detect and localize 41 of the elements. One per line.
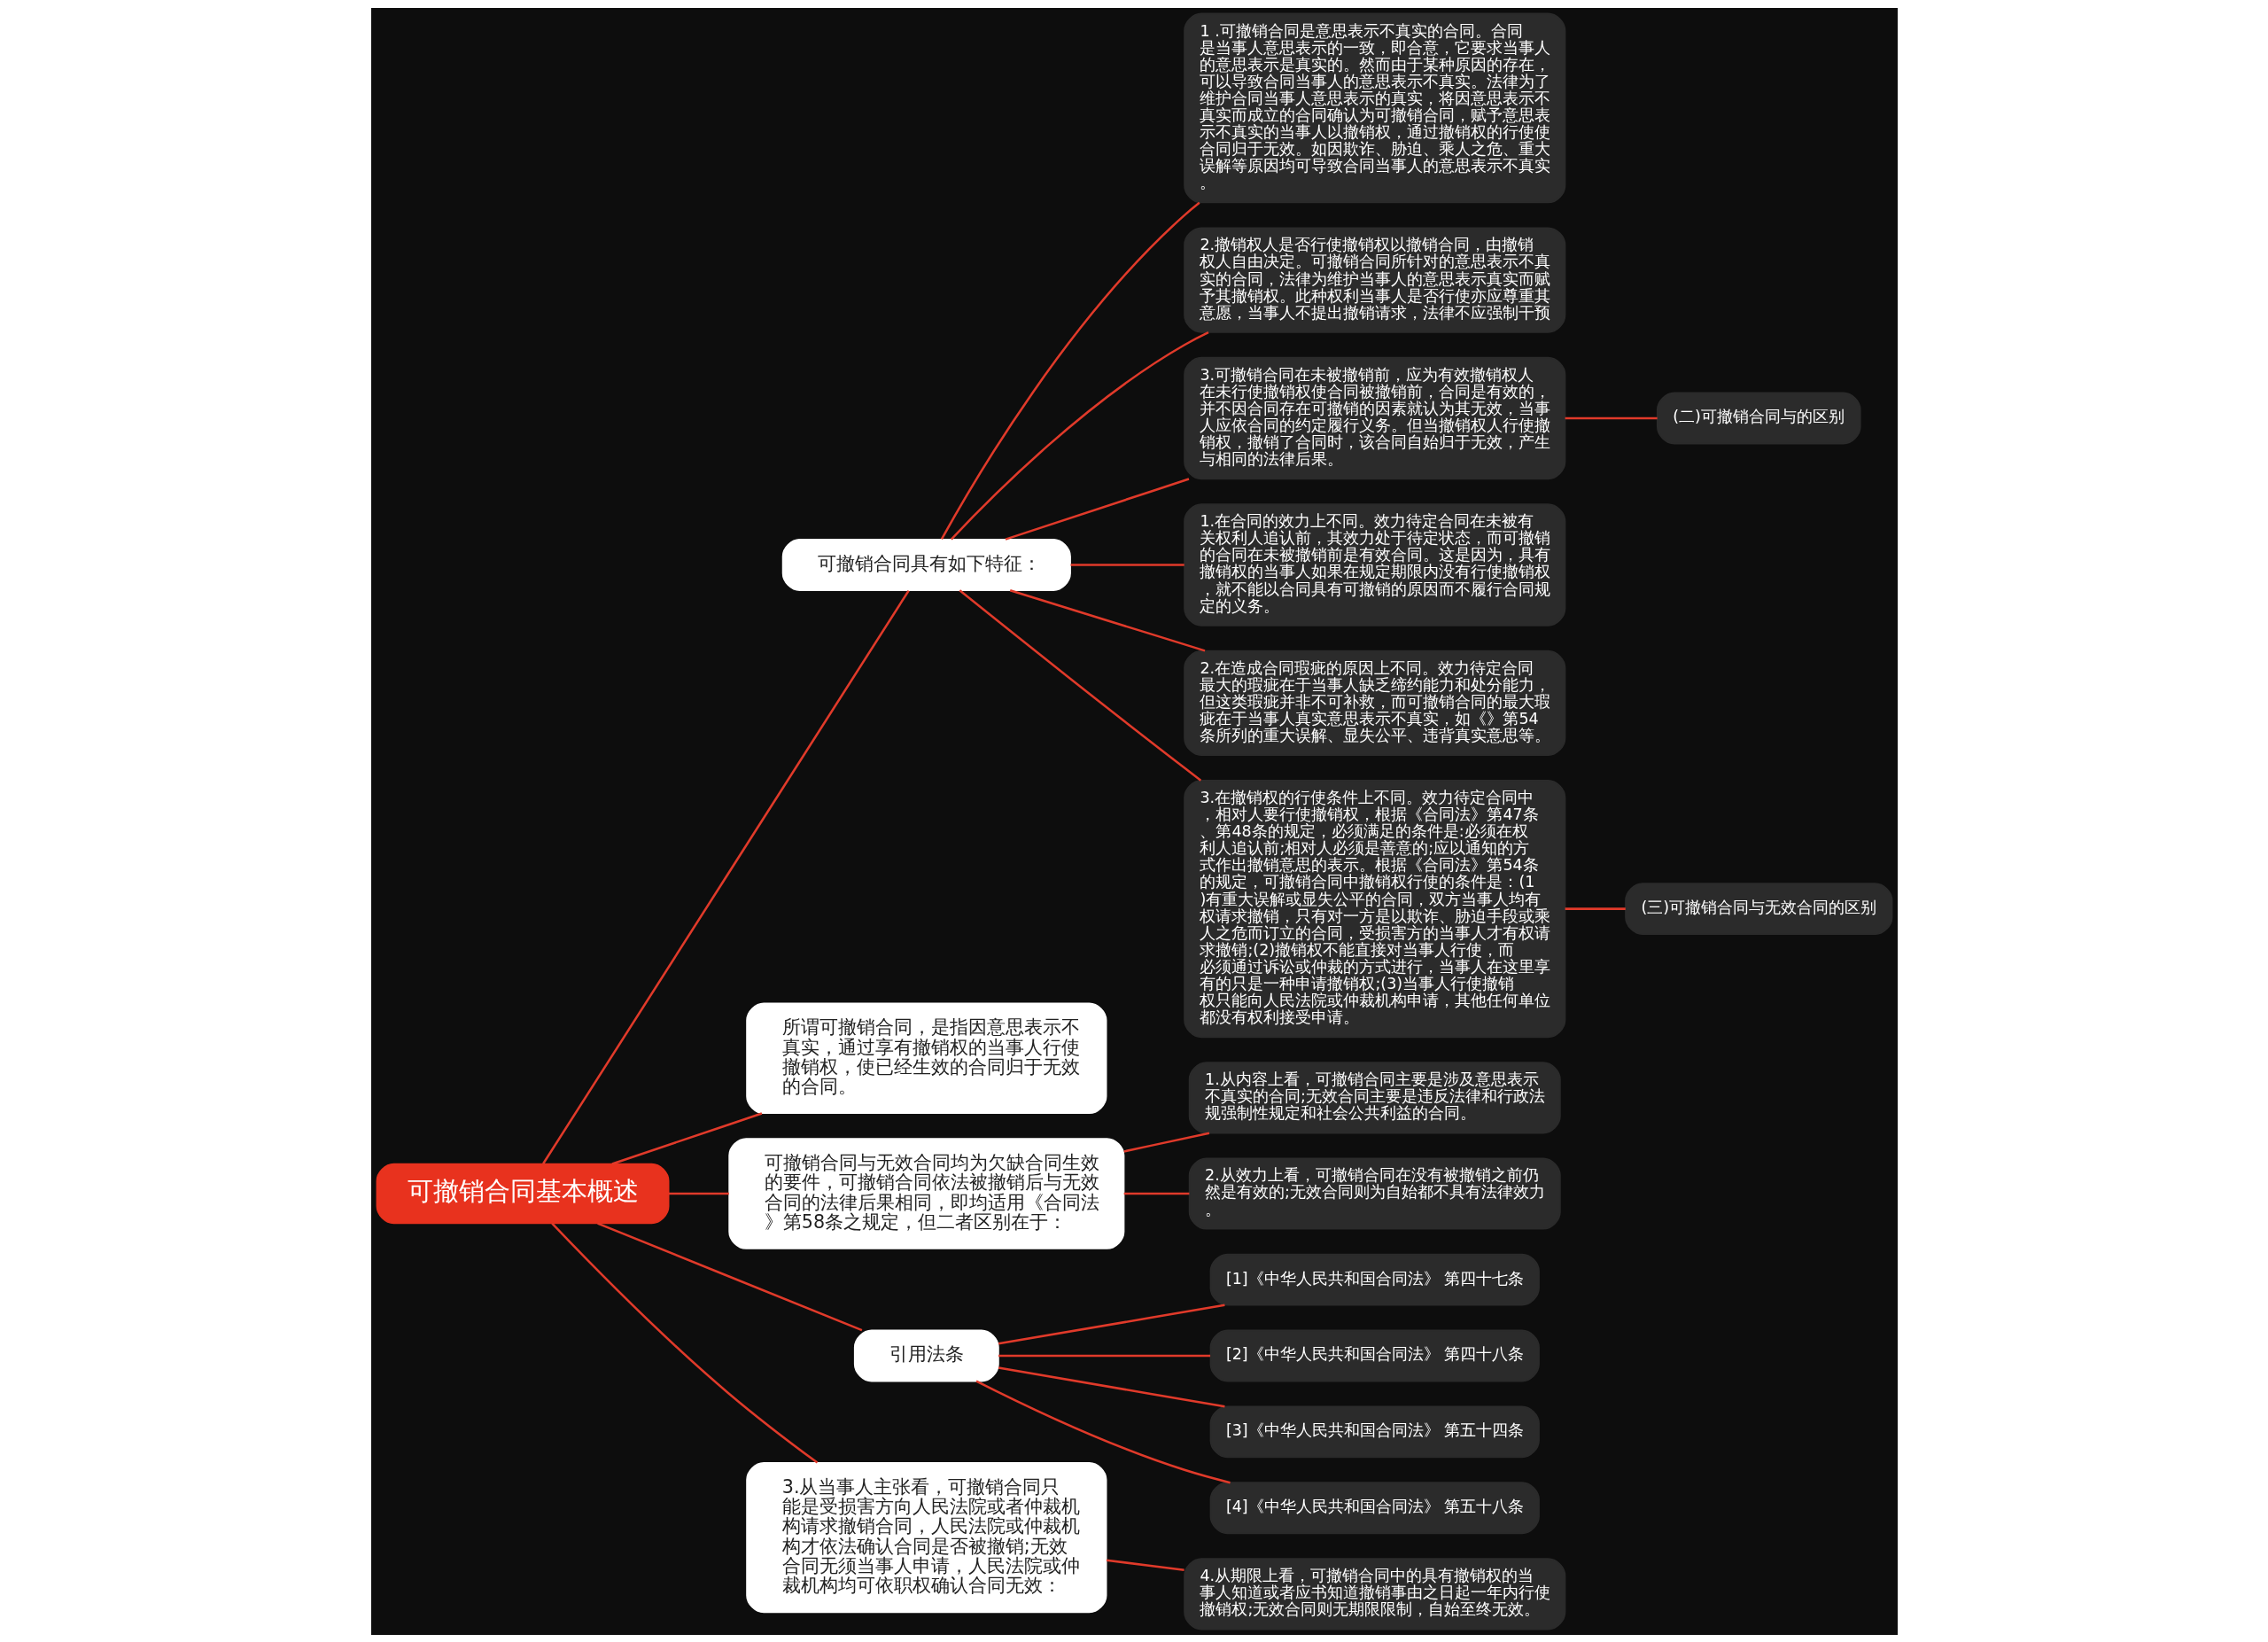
node-box: 3.在撤销权的行使条件上不同。效力待定合同中，相对人要行使撤销权，根据《合同法》第47条、第48条的规定，必须满足的条件是:必须在权利人追认前;相对人必须是善意的;应以通知的方式作出撤销意思的表示。根据《合同法》第54条的规定，可撤销合同中撤销权行使的条件是：(1)有重大误解或显失公平的合同，双方当事人均有权请求撤销，只有对一方是以欺诈、胁迫手段或乘人之危而订立的合同，受损害方的当事人才有权请求撤销;(2)撤销权不能直接对当事人行使，而必须通过诉讼或仲裁的方式进行，当事人在这里享有的只是一种申请撤销权;(3)当事人行使撤销权只能向人民法院或仲裁机构申请，其他任何单位都没有权利接受申请。 bbox=[1183, 779, 1565, 1038]
node-box: (二)可撤销合同与的区别 bbox=[1656, 392, 1861, 444]
connector bbox=[541, 589, 910, 1164]
connector bbox=[668, 1192, 729, 1195]
node-box: [2]《中华人民共和国合同法》 第四十八条 bbox=[1209, 1329, 1540, 1381]
node-box: 2.撤销权人是否行使撤销权以撤销合同，由撤销权人自由决定。可撤销合同所针对的意思表示不真实的合同，法律为维护当事人的意思表示真实而赋予其撤销权。此种权利当事人是否行使亦应尊重其意愿，当事人不提出撤销请求，法律不应强制干预 bbox=[1183, 226, 1565, 333]
node-box: 3.从当事人主张看，可撤销合同只能是受损害方向人民法院或者仲裁机构请求撤销合同，人民法院或仲裁机构才依法确认合同是否被撤销;无效合同无须当事人申请，人民法院或仲裁机构均可依职权确认合同无效： bbox=[745, 1461, 1107, 1613]
connector bbox=[1070, 563, 1184, 566]
node-box: 引用法条 bbox=[853, 1329, 999, 1381]
node-box: 可撤销合同与无效合同均为欠缺合同生效的要件，可撤销合同依法被撤销后与无效合同的法律后果相同，即均适用《合同法》第58条之规定，但二者区别在于： bbox=[727, 1137, 1124, 1249]
node-box: 1.在合同的效力上不同。效力待定合同在未被有关权利人追认前，其效力处于待定状态，而可撤销的合同在未被撤销前是有效合同。这是因为，具有撤销权的当事人如果在规定期限内没有行使撤销权，就不能以合同具有可撤销的原因而不履行合同规定的义务。 bbox=[1183, 502, 1565, 626]
node-box: [3]《中华人民共和国合同法》 第五十四条 bbox=[1209, 1405, 1540, 1458]
connector bbox=[550, 1222, 818, 1464]
connector bbox=[959, 588, 1201, 782]
node-box: 可撤销合同基本概述 bbox=[376, 1163, 669, 1224]
connector bbox=[1122, 1131, 1209, 1153]
connector bbox=[998, 1354, 1210, 1357]
node-box: 2.在造成合同瑕疵的原因上不同。效力待定合同最大的瑕疵在于当事人缺乏缔约能力和处分能力，但这类瑕疵并非不可补救，而可撤销合同的最大瑕疵在于当事人真实意思表示不真实，如《》第54条所列的重大误解、显失公平、违背真实意思等。 bbox=[1183, 650, 1565, 756]
node-box: 3.可撤销合同在未被撤销前，应为有效撤销权人在未行使撤销权使合同被撤销前，合同是有效的，并不因合同存在可撤销的因素就认为其无效，当事人应依合同的约定履行义务。但当撤销权人行使撤销权，撤销了合同时，该合同自始归于无效，产生与相同的法律后果。 bbox=[1183, 356, 1565, 479]
connector bbox=[1123, 1192, 1189, 1195]
node-box: 4.从期限上看，可撤销合同中的具有撤销权的当事人知道或者应书知道撤销事由之日起一年内行使撤销权;无效合同则无期限限制，自始至终无效。 bbox=[1183, 1557, 1565, 1630]
node-box: 1 .可撤销合同是意思表示不真实的合同。合同是当事人意思表示的一致，即合意，它要求当事人的意思表示是真实的。然而由于某种原因的存在，可以导致合同当事人的意思表示不真实。法律为了维护合同当事人意思表示的真实，将因意思表示不真实而成立的合同确认为可撤销合同，赋予意思表示不真实的当事人以撤销权，通过撤销权的行使使合同归于无效。如因欺诈、胁迫、乘人之危、重大误解等原因均可导致合同当事人的意思表示不真实。 bbox=[1183, 12, 1565, 203]
connector bbox=[1565, 907, 1626, 910]
connector bbox=[975, 1380, 1231, 1483]
node-box: 2.从效力上看，可撤销合同在没有被撤销之前仍然是有效的;无效合同则为自始都不具有法律效力。 bbox=[1188, 1156, 1561, 1230]
connector bbox=[940, 201, 1200, 540]
connector bbox=[1565, 416, 1658, 419]
node-box: 1.从内容上看，可撤销合同主要是涉及意思表示不真实的合同;无效合同主要是违反法律和行政法规强制性规定和社会公共利益的合同。 bbox=[1188, 1061, 1561, 1133]
connector bbox=[950, 331, 1208, 540]
connector bbox=[611, 1111, 762, 1165]
node-box: (三)可撤销合同与无效合同的区别 bbox=[1624, 882, 1892, 935]
connector bbox=[1009, 588, 1205, 652]
connector bbox=[998, 1366, 1225, 1407]
connector bbox=[596, 1221, 862, 1331]
connector bbox=[1005, 477, 1189, 541]
connector bbox=[1106, 1558, 1184, 1571]
node-box: [4]《中华人民共和国合同法》 第五十八条 bbox=[1209, 1481, 1540, 1534]
node-box: [1]《中华人民共和国合同法》 第四十七条 bbox=[1209, 1253, 1540, 1305]
connector bbox=[998, 1303, 1225, 1345]
node-box: 所谓可撤销合同，是指因意思表示不真实，通过享有撤销权的当事人行使撤销权，使已经生效的合同归于无效的合同。 bbox=[745, 1001, 1107, 1114]
node-box: 可撤销合同具有如下特征： bbox=[781, 538, 1071, 591]
